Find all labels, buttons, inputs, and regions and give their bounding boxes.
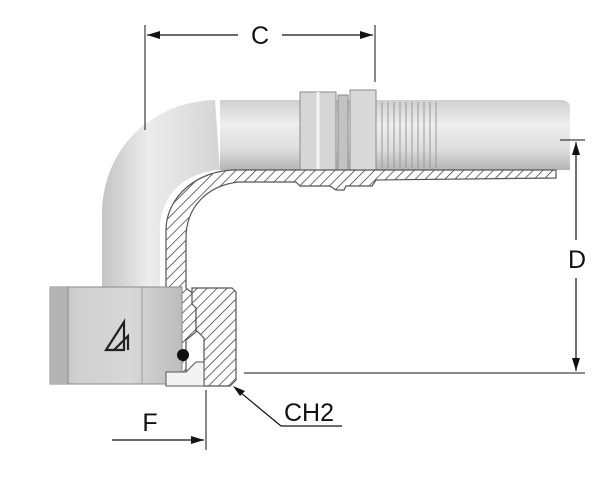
- ferrule-collar: [299, 89, 377, 177]
- dimension-d: D: [244, 139, 586, 374]
- ch2-label: CH2: [284, 399, 334, 427]
- dimension-c: C: [144, 22, 376, 130]
- elbow-bend-exterior: [102, 100, 220, 300]
- o-ring-seal-icon: [177, 349, 189, 361]
- manufacturer-logo-icon: [103, 318, 130, 352]
- section-hatch-elbow: [165, 169, 557, 373]
- dimension-f: F: [112, 390, 207, 450]
- leader-ch2: CH2: [233, 386, 342, 427]
- dimension-c-label: C: [251, 22, 269, 50]
- hose-tail-exterior: [220, 100, 570, 170]
- barb-ridges: [381, 102, 437, 168]
- dimension-d-label: D: [568, 246, 586, 274]
- dimension-f-label: F: [142, 409, 157, 437]
- nipple-seat: [165, 361, 205, 387]
